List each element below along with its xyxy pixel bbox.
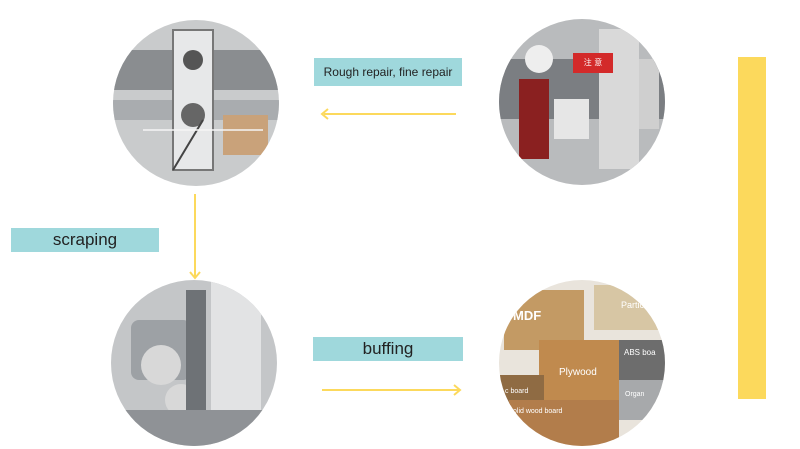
down-arrow-icon (189, 194, 201, 280)
board-types-photo: MDF Particle Plywood ABS boa c board Org… (499, 280, 665, 446)
left-arrow-icon (320, 108, 456, 120)
board-plywood-label: Plywood (559, 367, 597, 378)
board-solid-wood-label: olid wood board (513, 408, 563, 415)
right-arrow-icon (322, 384, 462, 396)
board-abs-label: ABS boa (624, 348, 656, 357)
board-c-label: c board (505, 388, 528, 395)
fine-repair-photo (113, 20, 279, 186)
board-organic-label: Organ (625, 391, 645, 398)
scraping-label: scraping (11, 228, 159, 252)
scraping-photo (111, 280, 277, 446)
rough-repair-photo: 注 意 (499, 19, 665, 185)
board-mdf-label: MDF (513, 308, 541, 323)
warning-sign-text: 注 意 (584, 57, 603, 67)
buffing-label: buffing (313, 337, 463, 361)
rough-repair-label: Rough repair, fine repair (314, 58, 462, 86)
board-particle-label: Particle (621, 300, 651, 310)
side-accent-bar (738, 57, 766, 399)
